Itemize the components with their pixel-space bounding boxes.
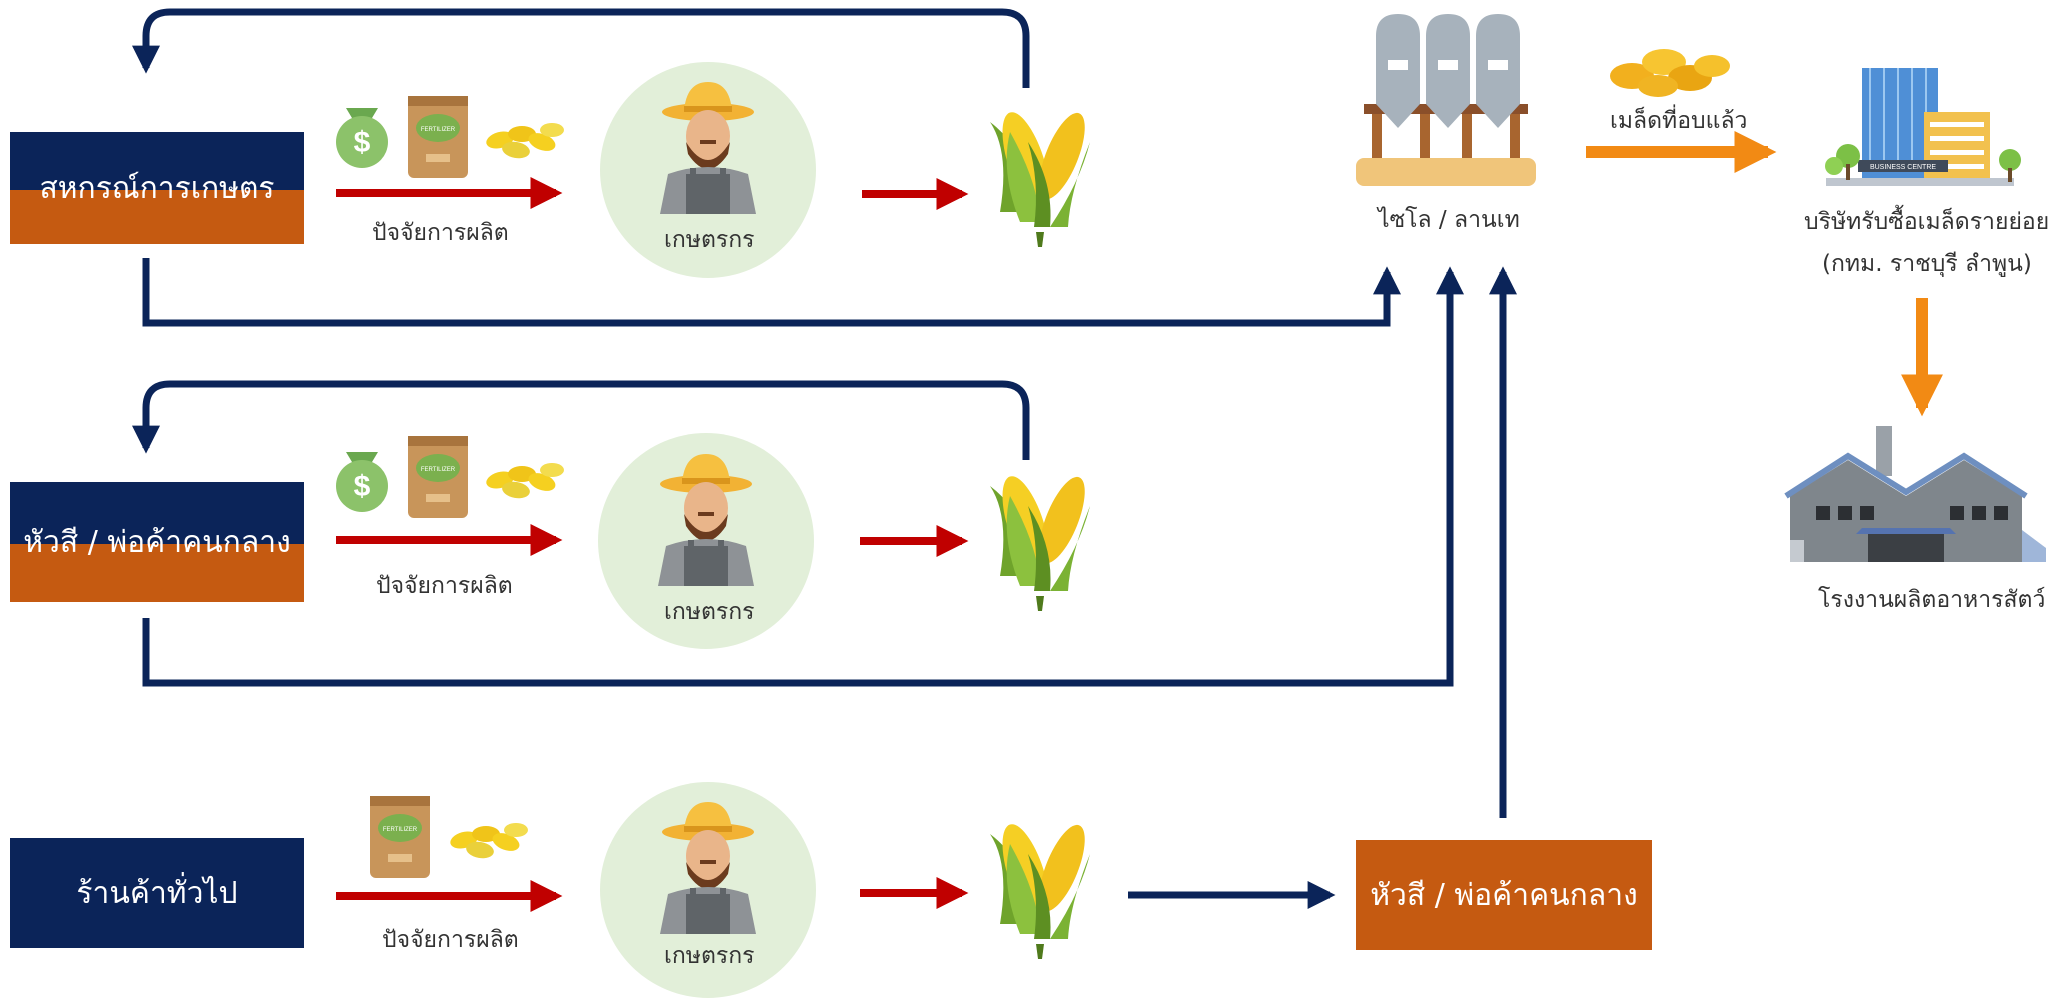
silo-label: ไซโล / ลานเท	[1378, 207, 1520, 233]
dried-seed-label: เมล็ดที่อบแล้ว	[1610, 108, 1748, 134]
factory-label: โรงงานผลิตอาหารสัตว์	[1818, 587, 2046, 613]
source-box-label: สหกรณ์การเกษตร	[39, 170, 275, 206]
silo-icon	[1356, 14, 1536, 186]
production-inputs-label: ปัจจัยการผลิต	[372, 220, 509, 246]
row2-return-loop-arrow	[132, 380, 1030, 460]
row1-return-loop-arrow	[132, 8, 1030, 88]
factory-icon	[1784, 426, 2046, 562]
farmer-label: เกษตรกร	[664, 599, 755, 625]
buyer-sublabel: (กทม. ราชบุรี ลำพูน)	[1822, 251, 2032, 277]
source-box-middleman: หัวสี / พ่อค้าคนกลาง	[10, 482, 304, 602]
production-inputs-label: ปัจจัยการผลิต	[382, 927, 519, 953]
source-box-general-store: ร้านค้าทั่วไป	[10, 838, 304, 948]
source-box-label: หัวสี / พ่อค้าคนกลาง	[23, 524, 291, 560]
farmer-icon	[660, 82, 756, 214]
dried-seeds-icon	[1610, 49, 1730, 97]
production-inputs-label: ปัจจัยการผลิต	[376, 573, 513, 599]
middleman-box-label: หัวสี / พ่อค้าคนกลาง	[1370, 877, 1638, 913]
source-box-label: ร้านค้าทั่วไป	[76, 875, 238, 911]
buyer-label: บริษัทรับซื้อเมล็ดรายย่อย	[1804, 209, 2050, 235]
business-building-icon: BUSINESS CENTRE	[1825, 68, 2021, 186]
farmer-label: เกษตรกร	[664, 227, 755, 253]
farmer-label: เกษตรกร	[664, 943, 755, 969]
source-box-cooperative: สหกรณ์การเกษตร	[10, 132, 304, 244]
row2-to-silo-arrow	[142, 266, 1464, 687]
business-centre-sign: BUSINESS CENTRE	[1870, 164, 1936, 171]
middleman-box: หัวสี / พ่อค้าคนกลาง	[1356, 840, 1652, 950]
farmer-icon	[660, 802, 756, 934]
farmer-icon	[658, 454, 754, 586]
row1-to-silo-arrow	[142, 258, 1401, 327]
